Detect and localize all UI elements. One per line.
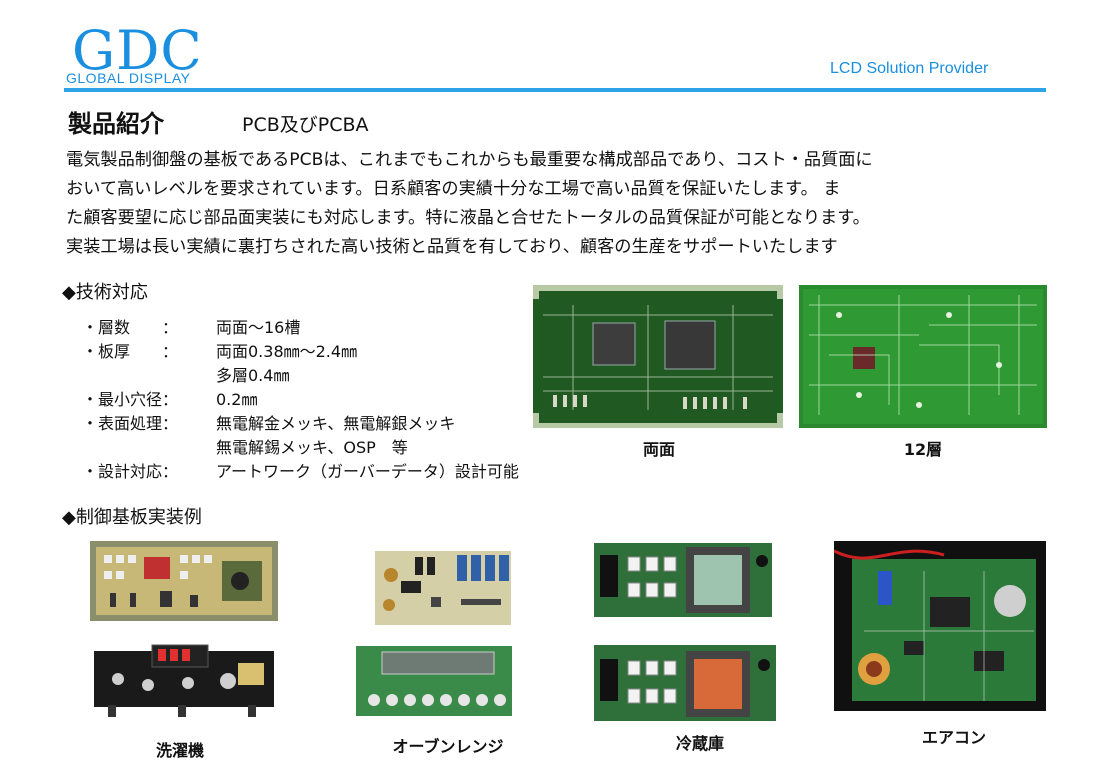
spec-key: ・最小穴径： (82, 390, 179, 409)
fridge-caption: 冷蔵庫 (675, 734, 724, 753)
spec-list: ・層数 ： 両面〜16槽 ・板厚 ： 両面0.38㎜〜2.4㎜ 多層0.4㎜ ・最小… (82, 316, 519, 484)
header-divider (64, 88, 1046, 92)
spec-row: ・最小穴径： 0.2㎜ (82, 388, 519, 412)
aircon-caption: エアコン (921, 728, 986, 747)
intro-line: おいて高いレベルを要求されています。日系顧客の実績十分な工場で高い品質を保証いた… (66, 179, 841, 199)
pcb-12-layer-caption: 12層 (903, 440, 943, 459)
spec-value: 0.2㎜ (216, 390, 258, 409)
washer-board-image-top (90, 541, 278, 621)
spec-row: ・層数 ： 両面〜16槽 (82, 316, 519, 340)
spec-value: 無電解錫メッキ、OSP 等 (216, 438, 408, 457)
pcb-12-layer-image (799, 285, 1047, 428)
spec-row: ・表面処理： 無電解金メッキ、無電解銀メッキ (82, 412, 519, 436)
spec-row: ・板厚 ： 両面0.38㎜〜2.4㎜ (82, 340, 519, 364)
oven-board-image-bottom (352, 642, 516, 720)
oven-board-image-top (371, 541, 515, 632)
page-subtitle: PCB及びPCBA (242, 114, 369, 136)
washer-board-image-bottom (88, 639, 280, 721)
section-heading-tech: ◆技術対応 (62, 282, 148, 303)
intro-line: た顧客要望に応じ部品面実装にも対応します。特に液晶と合せたトータルの品質保証が可… (66, 208, 870, 228)
washer-caption: 洗濯機 (155, 741, 204, 760)
aircon-board-image (834, 541, 1046, 711)
fridge-board-image-bottom (594, 645, 776, 721)
spec-row: ・設計対応： アートワーク（ガーバーデータ）設計可能 (82, 460, 519, 484)
spec-key: ・表面処理： (82, 414, 179, 433)
spec-key: ・板厚 ： (82, 342, 179, 361)
intro-paragraph: 電気製品制御盤の基板であるPCBは、これまでもこれからも最重要な構成部品であり、… (66, 146, 1056, 262)
spec-value: 多層0.4㎜ (216, 366, 290, 385)
page-title: 製品紹介 (68, 110, 164, 138)
logo-subtext: GLOBAL DISPLAY (66, 70, 191, 86)
spec-row: 無電解錫メッキ、OSP 等 (82, 436, 519, 460)
spec-key: ・設計対応： (82, 462, 179, 481)
fridge-board-image-top (594, 543, 772, 617)
section-heading-examples: ◆制御基板実装例 (62, 507, 202, 528)
spec-value: 無電解金メッキ、無電解銀メッキ (216, 414, 456, 433)
oven-caption: オーブンレンジ (392, 737, 504, 756)
spec-value: アートワーク（ガーバーデータ）設計可能 (216, 462, 519, 481)
spec-value: 両面〜16槽 (216, 318, 301, 337)
spec-row: 多層0.4㎜ (82, 364, 519, 388)
pcb-double-caption: 両面 (642, 440, 675, 459)
tagline: LCD Solution Provider (830, 60, 989, 77)
pcb-double-sided-image (533, 285, 783, 428)
spec-key: ・層数 ： (82, 318, 179, 337)
intro-line: 電気製品制御盤の基板であるPCBは、これまでもこれからも最重要な構成部品であり、… (66, 150, 873, 170)
gdc-logo: GDC GLOBAL DISPLAY (66, 22, 216, 92)
spec-value: 両面0.38㎜〜2.4㎜ (216, 342, 358, 361)
intro-line: 実装工場は長い実績に裏打ちされた高い技術と品質を有しており、顧客の生産をサポート… (66, 237, 838, 257)
logo-text: GDC (72, 19, 203, 82)
